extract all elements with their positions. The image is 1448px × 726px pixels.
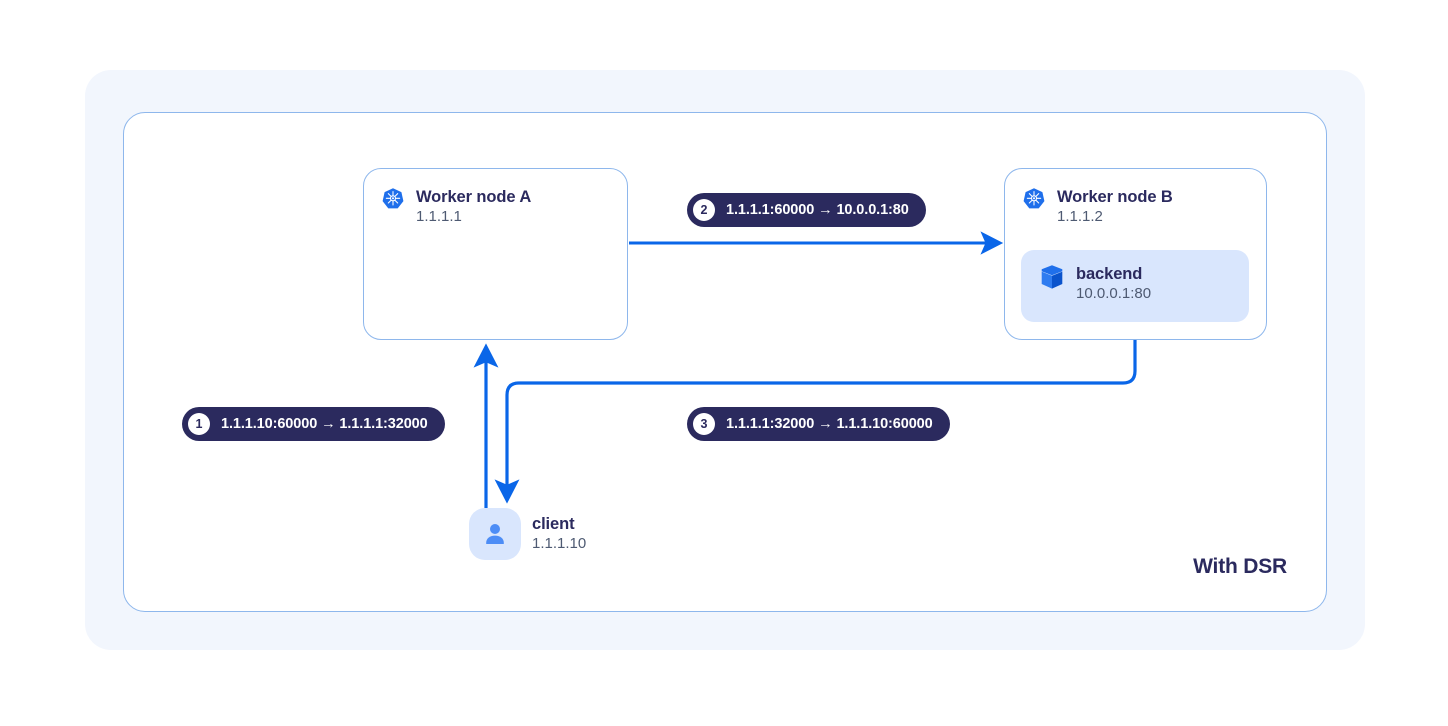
person-icon [481,520,509,548]
backend-pod-ip: 10.0.0.1:80 [1076,285,1152,303]
backend-pod-labels: backend 10.0.0.1:80 [1076,264,1151,303]
kubernetes-icon [381,187,405,211]
worker-node-b-title: Worker node B [1057,188,1173,206]
flow-badge-2-label: 1.1.1.1:60000 → 10.0.0.1:80 [726,202,909,218]
kubernetes-icon [1022,187,1046,211]
client-group: client 1.1.1.10 [469,508,586,560]
cube-icon [1040,264,1064,290]
flow-badge-2-number: 2 [693,199,715,221]
flow-badge-3-label: 1.1.1.1:32000 → 1.1.1.10:60000 [726,416,933,432]
worker-node-a-header: Worker node A 1.1.1.1 [381,187,531,226]
flow-badge-2: 2 1.1.1.1:60000 → 10.0.0.1:80 [687,193,926,227]
worker-node-b-labels: Worker node B 1.1.1.2 [1057,187,1173,226]
backend-pod-title: backend [1076,265,1143,283]
backend-pod-content: backend 10.0.0.1:80 [1040,264,1151,303]
worker-node-a-ip: 1.1.1.1 [416,208,462,226]
worker-node-a-title: Worker node A [416,188,532,206]
client-labels: client 1.1.1.10 [532,515,586,553]
flow-badge-3: 3 1.1.1.1:32000 → 1.1.1.10:60000 [687,407,950,441]
flow-badge-1-label: 1.1.1.10:60000 → 1.1.1.1:32000 [221,416,428,432]
avatar [469,508,521,560]
worker-node-b-ip: 1.1.1.2 [1057,208,1103,226]
diagram-caption: With DSR [1193,555,1287,578]
backend-pod-box: backend 10.0.0.1:80 [1021,250,1249,322]
flow-badge-1: 1 1.1.1.10:60000 → 1.1.1.1:32000 [182,407,445,441]
worker-node-a-labels: Worker node A 1.1.1.1 [416,187,531,226]
flow-badge-1-number: 1 [188,413,210,435]
client-title: client [532,514,575,533]
flow-badge-3-number: 3 [693,413,715,435]
worker-node-a-box: Worker node A 1.1.1.1 [363,168,628,340]
client-ip: 1.1.1.10 [532,535,587,553]
worker-node-b-header: Worker node B 1.1.1.2 [1022,187,1173,226]
